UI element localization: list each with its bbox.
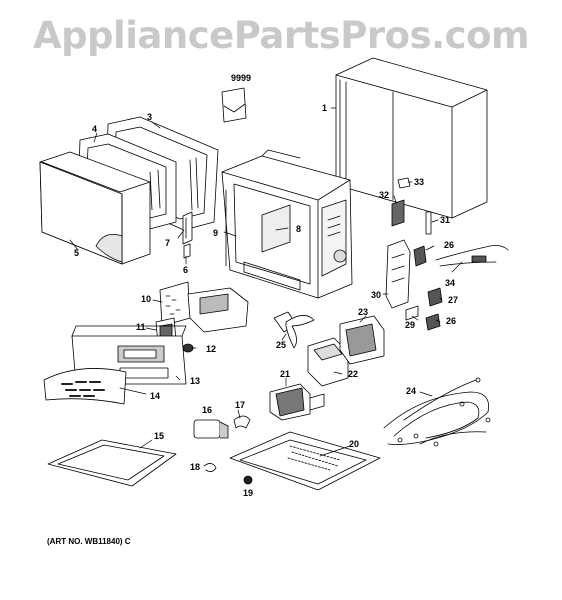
callout-11: 11	[136, 322, 146, 332]
wire-harness-part	[383, 377, 491, 447]
keypad-part	[43, 368, 127, 405]
foot-part	[243, 475, 253, 485]
callout-9: 9	[213, 228, 219, 238]
callout-6: 6	[183, 265, 189, 275]
callout-26-top: 26	[444, 240, 455, 250]
wire-clip-part	[203, 463, 217, 472]
art-number-label: (ART NO. WB11840) C	[47, 537, 131, 546]
callout-26-bottom: 26	[446, 316, 457, 326]
callout-34: 34	[445, 278, 456, 288]
callout-12: 12	[206, 344, 217, 354]
callout-13: 13	[190, 376, 201, 386]
leader-lines	[69, 107, 463, 457]
callout-15: 15	[154, 431, 165, 441]
callout-25: 25	[276, 340, 287, 350]
callout-5: 5	[74, 248, 80, 258]
fan-motor-part	[273, 311, 315, 349]
base-plate-part	[229, 431, 381, 491]
callout-20: 20	[349, 439, 360, 449]
interlock-switch-parts	[385, 239, 443, 331]
transformer-part	[269, 383, 325, 421]
callout-10: 10	[141, 294, 152, 304]
small-knob-part	[182, 343, 194, 353]
callout-3: 3	[147, 112, 153, 122]
thermostat-parts	[391, 177, 432, 235]
manual-sheet-part	[221, 87, 247, 123]
callout-17: 17	[235, 400, 246, 410]
callout-30: 30	[371, 290, 382, 300]
callout-33: 33	[414, 177, 425, 187]
callout-22: 22	[348, 369, 359, 379]
capacitor-part	[193, 419, 229, 439]
waveguide-part	[307, 337, 349, 387]
watermark-text: AppliancePartsPros.com	[32, 14, 530, 57]
callout-32: 32	[379, 190, 390, 200]
callout-1: 1	[322, 103, 328, 113]
callout-24: 24	[406, 386, 417, 396]
oven-cavity-part	[221, 149, 353, 299]
callout-7: 7	[165, 238, 171, 248]
door-front-part	[39, 151, 151, 265]
callout-29: 29	[405, 320, 416, 330]
latch-parts	[182, 211, 193, 259]
outer-case-part	[335, 57, 488, 219]
callout-27: 27	[448, 295, 459, 305]
callout-16: 16	[202, 405, 213, 415]
callout-8: 8	[296, 224, 302, 234]
control-board-part	[159, 281, 249, 333]
callout-9999: 9999	[231, 73, 252, 83]
callout-18: 18	[190, 462, 201, 472]
callout-14: 14	[150, 391, 161, 401]
callout-21: 21	[280, 369, 291, 379]
callout-4: 4	[92, 124, 98, 134]
power-cord-part	[435, 245, 509, 267]
magnetron-part	[339, 315, 385, 365]
callout-31: 31	[440, 215, 451, 225]
diode-part	[233, 415, 251, 429]
glass-tray-part	[47, 439, 177, 487]
callout-23: 23	[358, 307, 369, 317]
callout-19: 19	[243, 488, 254, 498]
